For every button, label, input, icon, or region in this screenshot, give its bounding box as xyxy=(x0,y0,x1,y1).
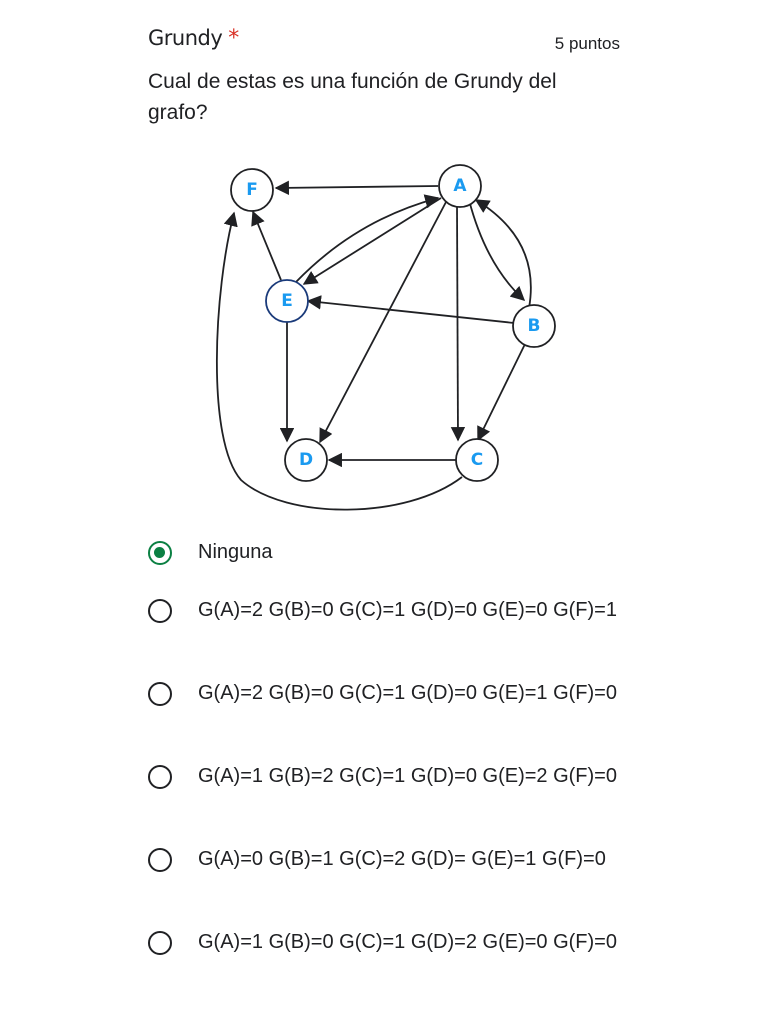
node-b: B xyxy=(512,304,556,348)
question-title: Grundy* xyxy=(148,26,239,51)
required-mark: * xyxy=(228,26,239,51)
edge-b-a xyxy=(474,199,532,309)
svg-text:A: A xyxy=(453,176,467,196)
radio-icon[interactable] xyxy=(148,847,172,872)
question-title-text: Grundy xyxy=(148,26,223,50)
svg-text:C: C xyxy=(471,450,483,470)
option-label: Ninguna xyxy=(198,541,273,563)
node-a: A xyxy=(438,164,482,208)
edge-a-c xyxy=(450,204,466,442)
node-d: D xyxy=(284,438,328,482)
option-label: G(A)=2 G(B)=0 G(C)=1 G(D)=0 G(E)=0 G(F)=… xyxy=(198,599,617,621)
edge-b-c xyxy=(477,341,527,442)
option-label: G(A)=1 G(B)=2 G(C)=1 G(D)=0 G(E)=2 G(F)=… xyxy=(198,765,617,787)
node-c: C xyxy=(455,438,499,482)
option-3[interactable]: G(A)=1 G(B)=2 G(C)=1 G(D)=0 G(E)=2 G(F)=… xyxy=(148,762,617,791)
edge-a-b xyxy=(468,199,526,301)
radio-icon[interactable] xyxy=(148,930,172,955)
radio-icon[interactable] xyxy=(148,764,172,789)
node-e: E xyxy=(265,279,309,323)
svg-text:E: E xyxy=(281,291,293,311)
option-2[interactable]: G(A)=2 G(B)=0 G(C)=1 G(D)=0 G(E)=1 G(F)=… xyxy=(148,679,617,708)
svg-text:F: F xyxy=(246,180,258,200)
edge-b-e xyxy=(306,295,515,324)
svg-text:D: D xyxy=(299,450,313,470)
graph-image: F A E B D C xyxy=(216,164,556,511)
option-label: G(A)=0 G(B)=1 G(C)=2 G(D)= G(E)=1 G(F)=0 xyxy=(198,848,606,870)
edge-a-f xyxy=(274,180,439,196)
option-label: G(A)=1 G(B)=0 G(C)=1 G(D)=2 G(E)=0 G(F)=… xyxy=(198,931,617,953)
radio-icon[interactable] xyxy=(148,681,172,706)
edge-e-f xyxy=(251,210,282,281)
edge-a-e xyxy=(302,197,442,285)
svg-text:B: B xyxy=(528,316,541,336)
option-1[interactable]: G(A)=2 G(B)=0 G(C)=1 G(D)=0 G(E)=0 G(F)=… xyxy=(148,596,617,625)
radio-icon[interactable] xyxy=(148,598,172,623)
edge-c-f xyxy=(216,211,463,511)
radio-checked-icon[interactable] xyxy=(148,540,172,565)
option-label: G(A)=2 G(B)=0 G(C)=1 G(D)=0 G(E)=1 G(F)=… xyxy=(198,682,617,704)
option-4[interactable]: G(A)=0 G(B)=1 G(C)=2 G(D)= G(E)=1 G(F)=0 xyxy=(148,845,606,874)
points-label: 5 puntos xyxy=(554,34,620,53)
option-5[interactable]: G(A)=1 G(B)=0 G(C)=1 G(D)=2 G(E)=0 G(F)=… xyxy=(148,928,617,957)
question-text: Cual de estas es una función de Grundy d… xyxy=(148,70,557,124)
edge-e-a xyxy=(295,194,440,283)
node-f: F xyxy=(230,168,274,212)
option-ninguna[interactable]: Ninguna xyxy=(148,538,273,567)
edge-a-d xyxy=(319,201,447,444)
